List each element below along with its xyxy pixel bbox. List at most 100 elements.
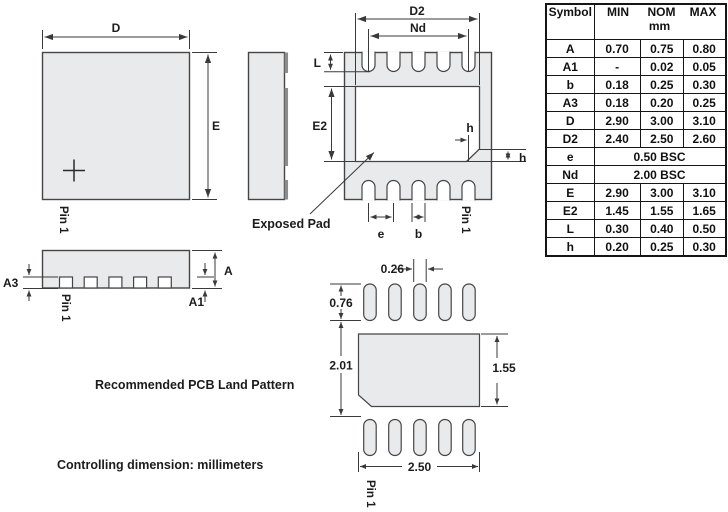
table-cell: 3.00	[639, 183, 684, 202]
table-cell: 1.65	[682, 201, 727, 220]
side-view-figure	[247, 51, 289, 201]
table-row: D 2.90 3.00 3.10	[545, 111, 727, 130]
table-cell: 0.20	[593, 237, 641, 257]
table-cell-symbol: E	[545, 183, 595, 202]
table-header-row: Symbol MIN NOM MAX mm	[545, 3, 726, 40]
bottom-pin-slots	[361, 179, 476, 201]
pin1-label: Pin 1	[459, 206, 471, 234]
dim-label-E2: E2	[312, 119, 327, 133]
table-row: e 0.50 BSC	[545, 147, 726, 166]
land-pattern-caption: Recommended PCB Land Pattern	[95, 378, 294, 392]
dim-label-A1: A1	[189, 295, 205, 309]
table-row: D2 2.40 2.50 2.60	[545, 129, 727, 148]
exposed-pad-label: Exposed Pad	[252, 217, 331, 231]
table-cell: 0.50	[682, 219, 727, 238]
table-row: A 0.70 0.75 0.80	[545, 39, 727, 58]
table-cell-symbol: e	[545, 147, 595, 166]
package-body-top-view	[41, 51, 191, 201]
table-cell: 2.90	[593, 183, 641, 202]
dim-label-e: e	[378, 227, 385, 241]
table-cell: 3.00	[639, 111, 684, 130]
dim-label-A3: A3	[3, 276, 19, 290]
table-cell-symbol: D2	[545, 129, 595, 148]
dimensions-table: Symbol MIN NOM MAX mm A 0.70 0.75 0.80 A…	[545, 3, 727, 257]
table-row: L 0.30 0.40 0.50	[545, 219, 727, 238]
dim-label-row-gap: 2.01	[329, 359, 353, 373]
table-cell-span: 2.00 BSC	[593, 165, 726, 184]
table-header-values: MIN NOM MAX mm	[593, 3, 726, 40]
dim-label-b: b	[415, 227, 422, 241]
dim-label-pad-width: 0.26	[381, 262, 405, 276]
bottom-view-figure: D2 Nd L E2 h h e b Exposed Pad Pin 1	[252, 4, 526, 241]
exposed-pad-shape	[354, 85, 481, 163]
package-body-side-view	[247, 51, 286, 201]
table-cell: 0.25	[639, 75, 684, 94]
table-cell-symbol: h	[545, 237, 595, 257]
table-cell: 3.10	[682, 111, 727, 130]
table-cell: 0.30	[682, 75, 727, 94]
dim-label-pad-height: 0.76	[329, 296, 353, 310]
table-header-symbol: Symbol	[545, 3, 595, 40]
table-cell: 2.50	[639, 129, 684, 148]
table-cell: 0.18	[593, 93, 641, 112]
exposed-pad-arrow	[309, 152, 375, 215]
pin1-label: Pin 1	[59, 294, 71, 322]
table-row: h 0.20 0.25 0.30	[545, 237, 727, 257]
table-cell-symbol: A1	[545, 57, 595, 76]
dim-label-h-top: h	[466, 121, 473, 135]
table-cell-symbol: Nd	[545, 165, 595, 184]
table-cell: 0.18	[593, 75, 641, 94]
land-pattern-figure: 0.26 0.76 2.01 1.55 2.50 Pin 1	[329, 259, 516, 508]
table-header-nom: NOM	[647, 5, 676, 19]
table-unit: mm	[648, 19, 671, 33]
table-header-min: MIN	[607, 5, 629, 19]
pin1-label: Pin 1	[364, 480, 376, 508]
table-cell: 0.30	[682, 237, 727, 257]
table-cell-span: 0.50 BSC	[593, 147, 726, 166]
table-cell: 3.10	[682, 183, 727, 202]
dim-label-center-height: 1.55	[492, 361, 516, 375]
table-cell-symbol: b	[545, 75, 595, 94]
drawing-area: D E Pin 1	[3, 4, 526, 508]
table-cell-symbol: A3	[545, 93, 595, 112]
dim-label-A: A	[224, 264, 233, 278]
table-cell: 0.75	[639, 39, 684, 58]
table-row: b 0.18 0.25 0.30	[545, 75, 727, 94]
table-cell: 0.25	[639, 237, 684, 257]
profile-pins	[58, 276, 172, 289]
pin1-cross-mark	[63, 159, 85, 182]
table-row: A1 - 0.02 0.05	[545, 57, 727, 76]
table-cell: 2.40	[593, 129, 641, 148]
table-row: A3 0.18 0.20 0.25	[545, 93, 727, 112]
table-cell: 0.30	[593, 219, 641, 238]
top-view-figure: D E Pin 1	[41, 21, 220, 234]
table-cell: 2.60	[682, 129, 727, 148]
table-cell-symbol: D	[545, 111, 595, 130]
table-cell: 0.70	[593, 39, 641, 58]
table-cell: 0.05	[682, 57, 727, 76]
table-cell: 1.55	[639, 201, 684, 220]
dim-label-D: D	[112, 21, 121, 35]
dim-label-L: L	[314, 56, 321, 70]
pin1-label: Pin 1	[57, 206, 69, 234]
table-cell: -	[593, 57, 641, 76]
table-cell: 0.20	[639, 93, 684, 112]
table-row: Nd 2.00 BSC	[545, 165, 726, 184]
controlling-dimension-note: Controlling dimension: millimeters	[57, 458, 263, 472]
dim-label-E: E	[212, 119, 220, 133]
side-profile-figure: A3 A A1 Pin 1	[3, 249, 233, 322]
land-pads-bottom	[363, 418, 476, 457]
table-header-max: MAX	[689, 5, 717, 19]
land-center-pad	[357, 333, 481, 408]
table-cell-symbol: L	[545, 219, 595, 238]
table-cell: 1.45	[593, 201, 641, 220]
table-cell: 0.02	[639, 57, 684, 76]
table-row: E2 1.45 1.55 1.65	[545, 201, 727, 220]
land-pads-top	[363, 283, 476, 322]
table-cell-symbol: A	[545, 39, 595, 58]
dim-label-Nd: Nd	[410, 21, 426, 35]
table-cell-symbol: E2	[545, 201, 595, 220]
table-cell: 0.25	[682, 93, 727, 112]
table-cell: 2.90	[593, 111, 641, 130]
